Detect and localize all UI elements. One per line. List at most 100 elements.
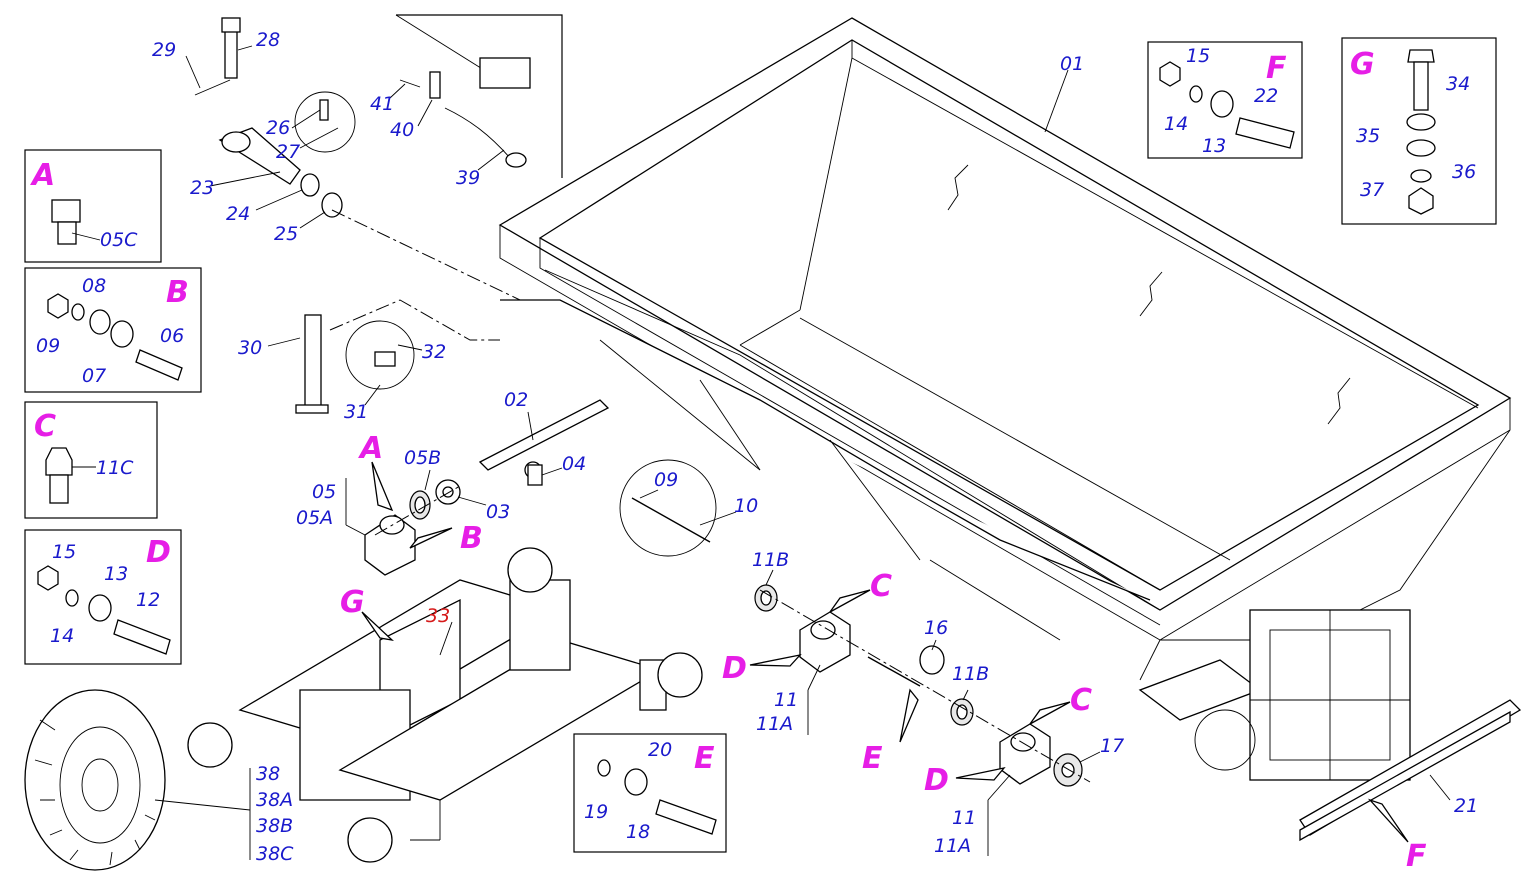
callout-c-upper: C bbox=[870, 569, 892, 604]
part-33: 33 bbox=[426, 605, 450, 627]
inset-e-letter: E bbox=[694, 741, 715, 776]
part-01: 01 bbox=[1060, 53, 1084, 75]
part-40: 40 bbox=[390, 119, 414, 141]
inset-box-f: F 15 22 14 13 bbox=[1147, 41, 1303, 159]
inset-b-letter: B bbox=[166, 275, 189, 310]
bolt-10-detail bbox=[619, 459, 717, 557]
part-21: 21 bbox=[1454, 795, 1478, 817]
seal-11B-upper bbox=[754, 584, 778, 612]
sprocket-03 bbox=[435, 479, 461, 505]
part-38B: 38B bbox=[256, 815, 293, 837]
part-09: 09 bbox=[654, 469, 678, 491]
label-19: 19 bbox=[584, 801, 608, 823]
part-11B-upper: 11B bbox=[752, 549, 789, 571]
jack-stand-30 bbox=[295, 314, 329, 414]
part-04: 04 bbox=[562, 453, 586, 475]
part-10: 10 bbox=[734, 495, 758, 517]
pin-04 bbox=[527, 464, 543, 486]
part-11-upper: 11 bbox=[774, 689, 798, 711]
part-30: 30 bbox=[238, 337, 262, 359]
inset-box-e: E 20 19 18 bbox=[573, 733, 727, 853]
part-05A: 05A bbox=[296, 507, 333, 529]
part-41: 41 bbox=[370, 93, 394, 115]
label-F-13: 13 bbox=[1202, 135, 1226, 157]
centerline-hitch bbox=[331, 209, 521, 301]
part-11B-lower: 11B bbox=[952, 663, 989, 685]
chain-inset-39-41 bbox=[395, 14, 563, 178]
part-26: 26 bbox=[266, 117, 290, 139]
part-11-lower: 11 bbox=[952, 807, 976, 829]
detail-circle-26-27 bbox=[294, 91, 356, 153]
part-29: 29 bbox=[152, 39, 176, 61]
label-08: 08 bbox=[82, 275, 106, 297]
label-15: 15 bbox=[52, 541, 76, 563]
label-G-36: 36 bbox=[1452, 161, 1476, 183]
part-39: 39 bbox=[456, 167, 480, 189]
part-38A: 38A bbox=[256, 789, 293, 811]
detail-circle-31-32 bbox=[345, 320, 415, 390]
label-09: 09 bbox=[36, 335, 60, 357]
label-20: 20 bbox=[648, 739, 672, 761]
label-13: 13 bbox=[104, 563, 128, 585]
part-05B: 05B bbox=[404, 447, 441, 469]
pillow-block-upper bbox=[799, 611, 851, 673]
part-03: 03 bbox=[486, 501, 510, 523]
part-05: 05 bbox=[312, 481, 336, 503]
label-F-14: 14 bbox=[1164, 113, 1188, 135]
washer-24 bbox=[300, 173, 320, 197]
label-12: 12 bbox=[136, 589, 160, 611]
hitch-clevis-23 bbox=[218, 127, 301, 185]
part-27: 27 bbox=[276, 141, 300, 163]
callout-c-lower: C bbox=[1070, 683, 1092, 718]
inset-box-c: C 11C bbox=[24, 401, 158, 519]
hopper-body bbox=[498, 17, 1512, 781]
part-38: 38 bbox=[256, 763, 280, 785]
part-11A-lower: 11A bbox=[934, 835, 971, 857]
label-F-15: 15 bbox=[1186, 45, 1210, 67]
cotter-29 bbox=[194, 79, 231, 96]
label-05C: 05C bbox=[100, 229, 138, 251]
scraper-bar-21 bbox=[1299, 699, 1522, 842]
callout-d-lower: D bbox=[924, 763, 949, 798]
leader-lines bbox=[154, 45, 1451, 860]
callout-arrows bbox=[361, 461, 1409, 843]
inset-box-g: G 34 35 36 37 bbox=[1341, 37, 1497, 225]
part-11A-upper: 11A bbox=[756, 713, 793, 735]
bearing-housing-05 bbox=[364, 514, 416, 576]
label-G-37: 37 bbox=[1360, 179, 1384, 201]
inset-box-a: A 05C bbox=[24, 149, 162, 263]
pin-28 bbox=[221, 17, 241, 79]
label-06: 06 bbox=[160, 325, 184, 347]
label-11C: 11C bbox=[96, 457, 134, 479]
inset-g-letter: G bbox=[1350, 47, 1375, 82]
label-G-35: 35 bbox=[1356, 125, 1380, 147]
label-F-22: 22 bbox=[1254, 85, 1278, 107]
part-02: 02 bbox=[504, 389, 528, 411]
pin-25 bbox=[321, 192, 343, 218]
inset-a-letter: A bbox=[30, 158, 55, 193]
callout-f: F bbox=[1406, 839, 1427, 874]
part-numbers: 01 02 03 04 05 05A 05B 09 10 11B 11 11A … bbox=[152, 29, 1478, 865]
bearing-05B bbox=[409, 490, 431, 520]
label-18: 18 bbox=[626, 821, 650, 843]
tractor-wheel bbox=[24, 689, 166, 871]
axle-frame bbox=[187, 547, 703, 863]
inset-f-letter: F bbox=[1266, 51, 1287, 86]
part-38C: 38C bbox=[256, 843, 294, 865]
part-24: 24 bbox=[226, 203, 250, 225]
callout-letters: A B C D E C D F G bbox=[340, 431, 1427, 874]
part-25: 25 bbox=[274, 223, 298, 245]
inset-c-letter: C bbox=[34, 409, 56, 444]
centerline-jack bbox=[329, 299, 500, 341]
callout-a: A bbox=[358, 431, 383, 466]
part-31: 31 bbox=[344, 401, 368, 423]
inset-d-letter: D bbox=[146, 535, 171, 570]
shaft-16 bbox=[867, 645, 945, 687]
label-07: 07 bbox=[82, 365, 106, 387]
inset-box-b: B 08 09 07 06 bbox=[24, 267, 202, 393]
label-14: 14 bbox=[50, 625, 74, 647]
label-G-34: 34 bbox=[1446, 73, 1470, 95]
centerline-roller bbox=[374, 485, 461, 536]
part-23: 23 bbox=[190, 177, 214, 199]
